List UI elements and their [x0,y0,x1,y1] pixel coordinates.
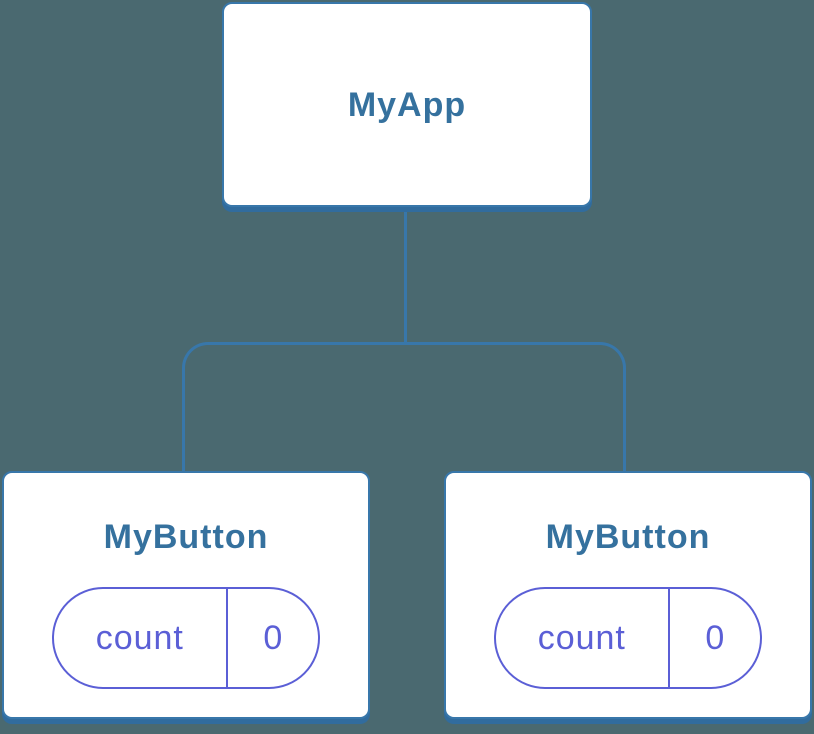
connector-trunk-line [404,200,407,344]
node-mybutton-left: MyButton count 0 [2,471,370,719]
state-key-right: count [496,589,670,687]
node-myapp-label: MyApp [347,85,467,124]
state-value-right: 0 [705,618,725,657]
state-pill-right: count 0 [494,587,762,689]
node-myapp: MyApp [222,2,592,207]
node-mybutton-left-label: MyButton [103,518,269,556]
node-mybutton-right: MyButton count 0 [444,471,812,719]
state-pill-left: count 0 [52,587,320,689]
state-value-left: 0 [263,618,283,657]
node-mybutton-right-label: MyButton [545,518,711,556]
state-key-left: count [54,589,228,687]
connector-branch-bracket [182,342,626,475]
